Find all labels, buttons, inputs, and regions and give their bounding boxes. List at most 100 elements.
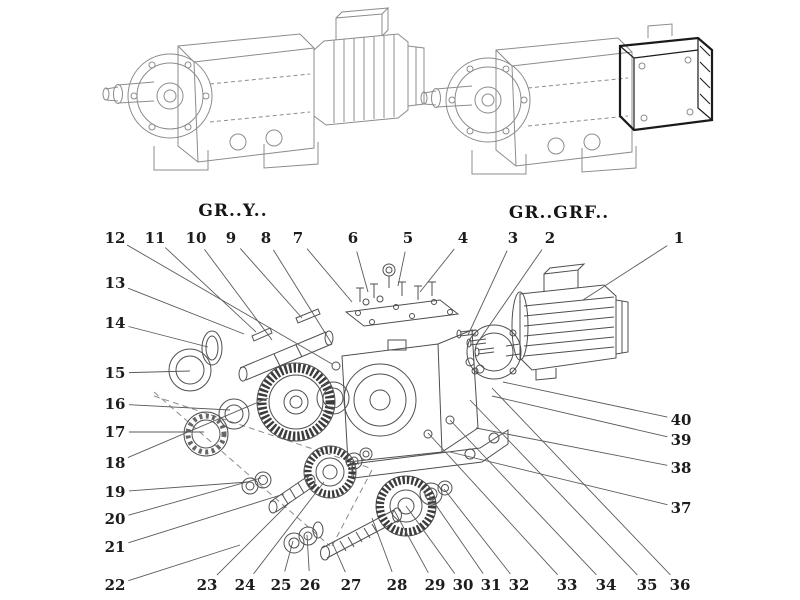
leader-line-11 <box>164 247 257 333</box>
leader-line-12 <box>126 244 333 365</box>
callout-number-34: 34 <box>596 576 617 594</box>
callout-number-36: 36 <box>670 576 691 594</box>
leader-line-2 <box>477 249 543 343</box>
callout-number-27: 27 <box>341 576 362 594</box>
callout-number-2: 2 <box>545 229 555 247</box>
leader-line-21 <box>128 493 285 544</box>
intermediate-shaft-cluster <box>241 445 373 514</box>
callout-number-32: 32 <box>509 576 530 594</box>
leader-line-19 <box>128 481 249 492</box>
callout-number-5: 5 <box>403 229 413 247</box>
leader-line-31 <box>428 494 484 574</box>
callout-number-12: 12 <box>105 229 126 247</box>
assembled-motor-left-drawing <box>102 7 425 171</box>
input-bearing-set <box>183 398 250 457</box>
lifting-eye-bolt <box>382 263 396 288</box>
callout-number-37: 37 <box>671 499 692 517</box>
callout-number-33: 33 <box>557 576 578 594</box>
callout-number-17: 17 <box>105 423 126 441</box>
construction-lines <box>153 391 373 547</box>
leader-line-5 <box>397 251 406 287</box>
callout-number-28: 28 <box>387 576 408 594</box>
callout-number-20: 20 <box>105 510 126 528</box>
leader-line-26 <box>306 534 310 572</box>
leader-line-29 <box>393 509 429 573</box>
large-gear <box>256 362 350 442</box>
callout-number-10: 10 <box>186 229 207 247</box>
leader-line-34 <box>449 419 597 576</box>
electric-motor <box>511 263 629 381</box>
leader-line-18 <box>127 397 269 458</box>
callout-number-11: 11 <box>145 229 166 247</box>
leader-line-13 <box>127 287 245 335</box>
shaft-key-small <box>251 327 273 342</box>
leader-line-9 <box>239 248 303 319</box>
leader-line-28 <box>371 517 393 573</box>
leader-line-33 <box>427 432 558 575</box>
callout-number-16: 16 <box>105 395 126 413</box>
cover-bolts <box>356 281 436 306</box>
callout-number-38: 38 <box>671 459 692 477</box>
leader-line-20 <box>128 477 262 516</box>
leader-line-37 <box>449 451 668 506</box>
brake-cover-block <box>618 36 714 132</box>
variant-label-gr-y: GR..Y.. <box>198 201 268 221</box>
leader-line-22 <box>128 544 241 582</box>
callout-number-18: 18 <box>105 454 126 472</box>
leader-line-7 <box>306 248 353 303</box>
leader-line-10 <box>204 248 273 341</box>
leader-line-14 <box>128 326 209 348</box>
callout-number-7: 7 <box>293 229 303 247</box>
leader-line-32 <box>443 488 511 575</box>
callout-number-15: 15 <box>105 364 126 382</box>
leader-line-16 <box>128 404 231 411</box>
callout-number-29: 29 <box>425 576 446 594</box>
leader-line-8 <box>273 249 333 345</box>
callout-number-31: 31 <box>481 576 502 594</box>
callout-number-35: 35 <box>637 576 658 594</box>
assembled-motor-right-drawing <box>420 23 714 175</box>
callout-number-3: 3 <box>508 229 518 247</box>
leader-line-24 <box>253 481 325 575</box>
callout-number-13: 13 <box>105 274 126 292</box>
input-shaft-assembly <box>238 308 334 382</box>
leader-line-35 <box>469 399 638 576</box>
oil-seal-and-ring <box>168 330 223 392</box>
leader-line-30 <box>405 505 456 574</box>
shaft-key-large <box>295 308 321 324</box>
leader-line-4 <box>419 248 455 293</box>
callout-number-26: 26 <box>300 576 321 594</box>
callout-number-9: 9 <box>226 229 236 247</box>
housing-top-cover <box>344 299 460 327</box>
callout-number-1: 1 <box>674 229 684 247</box>
leader-line-6 <box>356 251 369 293</box>
callout-number-14: 14 <box>105 314 126 332</box>
leader-line-39 <box>491 395 668 438</box>
leader-line-38 <box>475 427 668 466</box>
callout-number-8: 8 <box>261 229 271 247</box>
leader-line-27 <box>331 541 346 573</box>
callout-number-19: 19 <box>105 483 126 501</box>
callout-number-4: 4 <box>458 229 468 247</box>
callout-number-22: 22 <box>105 576 126 594</box>
leader-line-23 <box>216 501 291 576</box>
leader-line-25 <box>284 540 294 572</box>
callout-number-23: 23 <box>197 576 218 594</box>
variant-label-gr-grf: GR..GRF.. <box>508 203 610 223</box>
callout-number-25: 25 <box>271 576 292 594</box>
leader-line-40 <box>502 381 668 418</box>
leader-line-3 <box>467 250 508 336</box>
callout-number-21: 21 <box>105 538 126 556</box>
callout-number-39: 39 <box>671 431 692 449</box>
callout-number-6: 6 <box>348 229 358 247</box>
leader-line-36 <box>491 387 671 576</box>
callout-number-30: 30 <box>453 576 474 594</box>
callout-number-24: 24 <box>235 576 256 594</box>
leader-line-1 <box>582 245 668 301</box>
motor-flange-adapter <box>466 324 522 380</box>
leader-line-15 <box>128 370 191 374</box>
exploded-view-drawing <box>153 263 629 561</box>
